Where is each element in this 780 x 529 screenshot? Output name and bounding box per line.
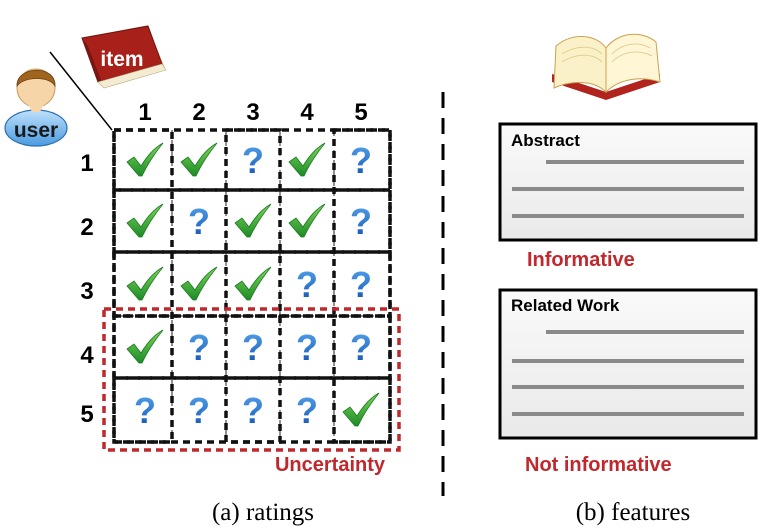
item-book-icon <box>81 25 167 89</box>
question-mark-icon: ? <box>350 201 372 242</box>
column-label: 4 <box>300 99 314 126</box>
check-mark-icon <box>234 266 272 301</box>
check-mark-icon <box>180 142 218 177</box>
check-mark-icon <box>126 329 164 364</box>
check-mark-icon <box>126 266 164 301</box>
row-label: 3 <box>80 278 93 305</box>
related-work-title: Related Work <box>511 296 620 315</box>
question-mark-icon: ? <box>188 327 210 368</box>
question-mark-icon: ? <box>296 327 318 368</box>
row-label: 5 <box>80 401 93 428</box>
header-diagonal <box>49 51 113 131</box>
check-mark-icon <box>180 266 218 301</box>
question-mark-icon: ? <box>350 140 372 181</box>
rating-grid <box>112 128 392 444</box>
question-mark-icon: ? <box>188 390 210 431</box>
column-label: 5 <box>354 99 367 126</box>
column-label: 1 <box>138 99 151 126</box>
row-labels: 1 2 3 4 5 <box>80 150 94 428</box>
row-label: 4 <box>80 342 94 369</box>
check-mark-icon <box>126 203 164 238</box>
question-mark-icon: ? <box>296 390 318 431</box>
question-mark-icon: ? <box>242 140 264 181</box>
uncertainty-label: Uncertainty <box>275 454 386 476</box>
question-mark-icon: ? <box>296 264 318 305</box>
row-label: 1 <box>80 150 93 177</box>
informative-label: Informative <box>527 249 635 271</box>
column-label: 2 <box>192 99 205 126</box>
ratings-caption: (a) ratings <box>212 499 314 526</box>
column-label: 3 <box>246 99 259 126</box>
check-mark-icon <box>288 203 326 238</box>
question-mark-icon: ? <box>188 201 210 242</box>
item-label: item <box>100 48 143 71</box>
user-label: user <box>14 119 58 142</box>
abstract-document <box>498 122 758 242</box>
row-label: 2 <box>80 214 93 241</box>
ratings-panel: item user 1 2 3 4 5 1 2 3 4 5 <box>4 25 401 526</box>
open-book-icon <box>552 33 661 100</box>
question-mark-icon: ? <box>242 327 264 368</box>
question-mark-icon: ? <box>350 327 372 368</box>
user-avatar-icon <box>4 68 68 147</box>
question-mark-icon: ? <box>350 264 372 305</box>
check-mark-icon <box>234 203 272 238</box>
question-mark-icon: ? <box>134 390 156 431</box>
check-mark-icon <box>342 392 380 427</box>
uncertainty-region <box>102 307 401 452</box>
related-work-document <box>498 288 758 440</box>
question-mark-icon: ? <box>242 390 264 431</box>
not-informative-label: Not informative <box>525 454 672 476</box>
features-caption: (b) features <box>576 499 691 526</box>
features-panel: Abstract Informative Related Work Not in… <box>498 33 758 526</box>
check-mark-icon <box>126 142 164 177</box>
abstract-title: Abstract <box>511 131 580 150</box>
column-labels: 1 2 3 4 5 <box>138 99 367 126</box>
rating-marks: ?????????????? <box>126 140 380 431</box>
check-mark-icon <box>288 142 326 177</box>
